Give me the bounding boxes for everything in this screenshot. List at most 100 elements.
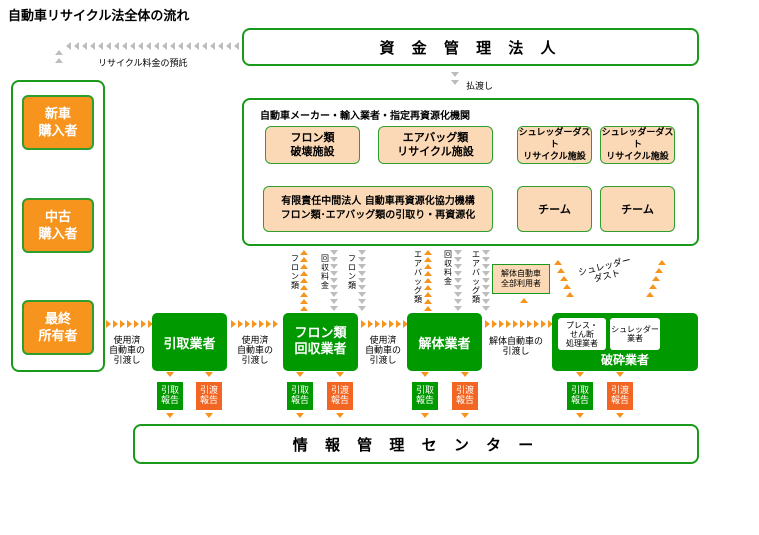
chevron-icon: [74, 42, 79, 50]
chevron-icon: [451, 72, 459, 77]
chevron-icon: [296, 372, 304, 377]
chevron-icon: [454, 285, 462, 290]
chevron-icon: [202, 42, 207, 50]
chevron-icon: [424, 306, 432, 311]
report-collect-4: 引取 報告: [567, 382, 593, 410]
chevron-icon: [421, 372, 429, 377]
airbag-down-label: エアバッグ類: [472, 250, 480, 304]
chevron-icon: [554, 260, 562, 265]
chevron-icon: [482, 306, 490, 311]
chevron-icon: [424, 257, 432, 262]
chevron-icon: [330, 264, 338, 269]
report-transfer-1: 引渡 報告: [196, 382, 222, 410]
chevron-icon: [358, 278, 366, 283]
chevron-icon: [461, 413, 469, 418]
final-owner: 最終 所有者: [22, 300, 94, 355]
chevron-icon: [646, 292, 654, 297]
chevron-icon: [252, 320, 257, 328]
report-transfer-3: 引渡 報告: [452, 382, 478, 410]
chevron-icon: [389, 320, 394, 328]
chevron-icon: [186, 42, 191, 50]
chevron-icon: [424, 292, 432, 297]
chevron-icon: [421, 413, 429, 418]
chevron-icon: [454, 257, 462, 262]
chevron-icon: [358, 292, 366, 297]
chevron-icon: [396, 320, 401, 328]
chevron-icon: [557, 268, 565, 273]
freon-recovery-operator: フロン類 回収業者: [283, 313, 358, 371]
chevron-icon: [358, 257, 366, 262]
crushing-operator-label: 破砕業者: [600, 353, 649, 367]
team-box-1: チーム: [517, 186, 592, 232]
chevron-icon: [266, 320, 271, 328]
collection-operator: 引取業者: [152, 313, 227, 371]
fund-management-box: 資 金 管 理 法 人: [242, 28, 699, 66]
chevron-icon: [205, 372, 213, 377]
chevron-icon: [424, 285, 432, 290]
press-shear-operator: プレス・ せん断 処理業者: [558, 318, 606, 350]
chevron-icon: [300, 271, 308, 276]
chevron-icon: [513, 320, 518, 328]
chevron-icon: [492, 320, 497, 328]
freon-up-label: フロン類: [291, 254, 299, 290]
chevron-icon: [375, 320, 380, 328]
chevron-icon: [482, 292, 490, 297]
chevron-icon: [336, 413, 344, 418]
scrap-car-transfer-label: 解体自動車の 引渡し: [488, 337, 543, 357]
used-car-transfer-label-3: 使用済 自動車の 引渡し: [364, 336, 401, 366]
airbag-up-label: エアバッグ類: [414, 250, 422, 304]
report-transfer-4: 引渡 報告: [607, 382, 633, 410]
chevron-icon: [520, 320, 525, 328]
chevron-icon: [300, 257, 308, 262]
chevron-icon: [358, 299, 366, 304]
report-transfer-2: 引渡 報告: [327, 382, 353, 410]
chevron-icon: [424, 271, 432, 276]
chevron-icon: [482, 299, 490, 304]
report-collect-1: 引取 報告: [157, 382, 183, 410]
chevron-icon: [482, 264, 490, 269]
chevron-icon: [90, 42, 95, 50]
chevron-icon: [358, 306, 366, 311]
chevron-icon: [234, 42, 239, 50]
chevron-icon: [300, 299, 308, 304]
chevron-icon: [616, 413, 624, 418]
chevron-icon: [330, 299, 338, 304]
chevron-icon: [506, 320, 511, 328]
chevron-icon: [330, 292, 338, 297]
chevron-icon: [482, 271, 490, 276]
freon-fee-label: 回収料金: [321, 254, 329, 290]
chevron-icon: [231, 320, 236, 328]
dismantling-operator: 解体業者: [407, 313, 482, 371]
chevron-icon: [534, 320, 539, 328]
chevron-icon: [576, 372, 584, 377]
chevron-icon: [451, 80, 459, 85]
report-collect-3: 引取 報告: [412, 382, 438, 410]
used-car-transfer-label-1: 使用済 自動車の 引渡し: [108, 336, 145, 366]
chevron-icon: [218, 42, 223, 50]
chevron-icon: [170, 42, 175, 50]
new-car-buyer: 新車 購入者: [22, 95, 94, 150]
chevron-icon: [454, 306, 462, 311]
deposit-label: リサイクル料金の預託: [98, 59, 188, 69]
chevron-icon: [146, 42, 151, 50]
chevron-icon: [120, 320, 125, 328]
chevron-icon: [454, 264, 462, 269]
chevron-icon: [482, 250, 490, 255]
chevron-icon: [424, 299, 432, 304]
chevron-icon: [454, 299, 462, 304]
chevron-icon: [178, 42, 183, 50]
used-car-transfer-label-2: 使用済 自動車の 引渡し: [236, 336, 273, 366]
cooperative-box: 有限責任中間法人 自動車再資源化協力機構 フロン類･エアバッグ類の引取り・再資源…: [263, 186, 493, 232]
chevron-icon: [560, 276, 568, 281]
payment-label: 払渡し: [466, 82, 494, 92]
chevron-icon: [576, 413, 584, 418]
chevron-icon: [127, 320, 132, 328]
chevron-icon: [138, 42, 143, 50]
chevron-icon: [113, 320, 118, 328]
chevron-icon: [461, 372, 469, 377]
chevron-icon: [520, 298, 528, 303]
chevron-icon: [330, 306, 338, 311]
chevron-icon: [154, 42, 159, 50]
chevron-icon: [300, 278, 308, 283]
chevron-icon: [361, 320, 366, 328]
